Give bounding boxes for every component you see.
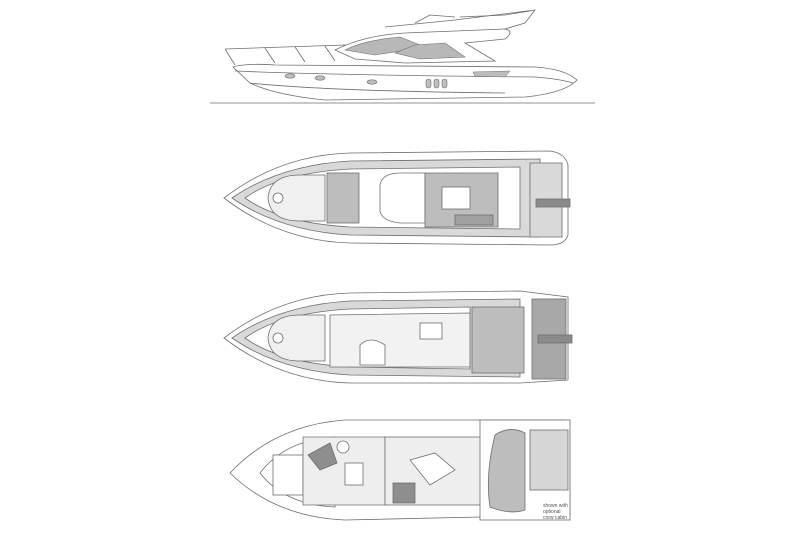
main-deck-drawing [223, 290, 573, 384]
lower-deck-drawing [229, 419, 571, 521]
flybridge-plan-view [220, 145, 580, 255]
side-window [394, 42, 466, 60]
crew-cabin-note: shown with optional crew cabin [543, 503, 568, 521]
lower-deck-plan-view: shown with optional crew cabin [225, 415, 580, 525]
main-deck-plan-view [220, 285, 580, 395]
flybridge-drawing [223, 150, 571, 246]
side-profile-view [205, 5, 600, 105]
profile-drawing [210, 9, 595, 104]
